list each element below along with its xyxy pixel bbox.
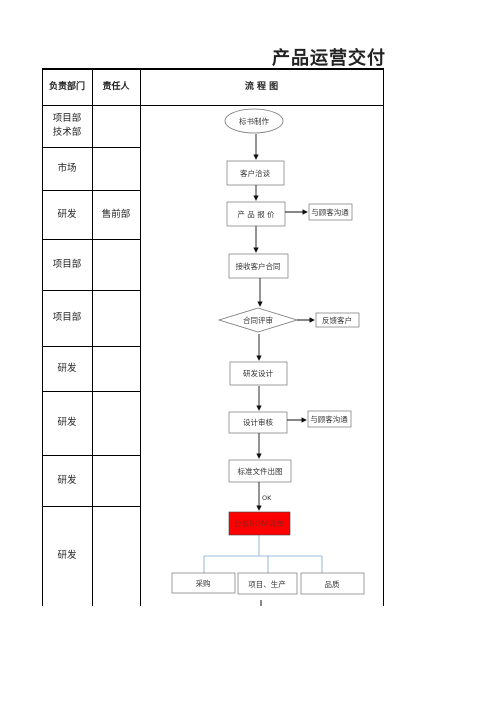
row-dept: 项目部 [52,258,82,270]
branch-production-box [237,572,298,595]
step-design-box [229,361,288,386]
ok-label: OK [262,494,272,502]
step-bom-box [228,511,291,536]
step-negotiate-box [226,160,285,186]
step-quote-label: 产 品 报 价 [237,209,275,219]
document-title: 产品运营交付 [272,48,386,69]
row-divider [42,346,141,347]
header-person: 责任人 [102,82,130,92]
start-label: 标书制作 [239,116,269,126]
step-design-review-box [228,411,288,434]
row-dept: 项目部 [52,312,82,323]
row-dept: 项目部 技术部 [52,113,82,138]
branch-quality-label: 品质 [325,579,340,589]
note-review-box [315,312,360,328]
branch-purchase-box [171,572,236,594]
table-border-left [42,69,43,606]
header-divider [42,105,384,106]
row-divider [42,190,141,191]
step-design-label: 研发设计 [243,368,273,378]
row-divider [42,239,141,240]
column-divider [140,69,141,606]
row-divider [42,290,141,291]
row-dept: 研发 [57,474,77,486]
note-quote-label: 与顾客沟通 [311,207,349,217]
table-border-top [42,69,384,70]
step-negotiate-label: 客户洽谈 [240,168,270,178]
step-standard-box [228,459,292,483]
note-design-review-box [307,410,352,428]
step-contract-box [228,253,289,279]
note-design-review-label: 与顾客沟通 [310,414,348,424]
step-contract-label: 接收客户合同 [236,261,281,271]
row-divider [42,147,141,148]
note-review-label: 反馈客户 [322,315,352,325]
start-terminal [224,108,284,134]
header-flow: 流 程 图 [244,82,279,92]
branch-production-label: 项目、生产 [248,579,286,589]
row-divider [42,455,141,456]
row-dept: 市场 [57,162,77,174]
step-design-review-label: 设计审核 [243,417,273,427]
title-underline [42,68,384,69]
row-dept: 研发 [57,550,77,561]
header-dept: 负责部门 [48,82,85,92]
note-quote-box [308,203,353,221]
process-table: 负责部门 责任人 流 程 图 项目部 技术部 市场 研发 售前部 项目部 项目部… [42,69,384,606]
row-divider [42,391,141,392]
column-divider [92,69,93,606]
row-dept: 研发 [57,362,77,374]
table-border-right [383,69,384,606]
step-standard-label: 标准文件出图 [238,466,283,476]
branch-purchase-label: 采购 [196,578,211,588]
row-person: 售前部 [101,208,131,220]
branch-quality-box [300,572,365,595]
step-bom-label: 分发BOM清单 [234,518,284,528]
row-dept: 研发 [57,417,77,428]
row-dept: 研发 [57,208,77,220]
row-divider [42,506,141,507]
decision-review-label: 合同评审 [243,315,273,325]
